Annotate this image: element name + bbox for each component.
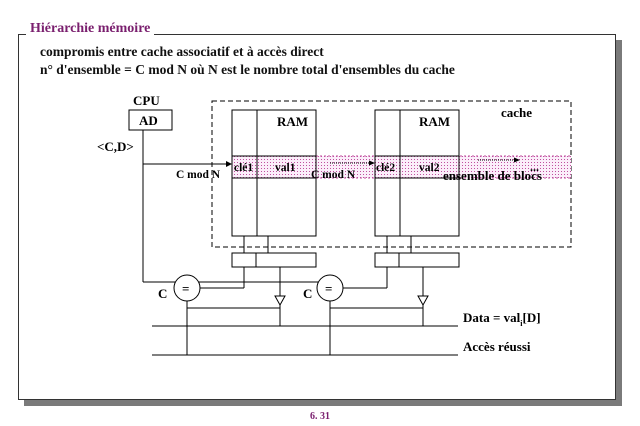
ram-label-1: RAM — [277, 114, 308, 129]
tristate-buffer-1 — [274, 295, 286, 307]
page-number: 6. 31 — [310, 411, 330, 422]
ad-label: AD — [139, 113, 158, 128]
ram-block-2 — [374, 109, 460, 237]
hit-label: Accès réussi — [463, 339, 531, 354]
ram-label-2: RAM — [419, 114, 450, 129]
slide-title: Hiérarchie mémoire — [26, 20, 155, 38]
comparator-label-2: C — [303, 286, 312, 301]
cmod-label-1: C mod N — [176, 169, 221, 181]
key-2: clé2 — [376, 162, 395, 174]
set-highlight — [232, 156, 571, 178]
data-output-label: Data = vali[D] — [463, 310, 541, 328]
address-label: <C,D> — [97, 139, 134, 154]
key-1: clé1 — [234, 162, 253, 174]
slide-frame — [18, 34, 616, 400]
output-register-2 — [374, 252, 460, 268]
block-set-label: ensemble de blocs — [443, 168, 542, 183]
value-2: val2 — [419, 162, 440, 174]
cpu-label: CPU — [133, 93, 160, 108]
equals-sign-1: = — [182, 281, 189, 296]
tristate-buffer-2 — [417, 295, 429, 307]
ellipsis: ... — [530, 160, 539, 174]
cmod-label-2: C mod N — [311, 169, 356, 181]
cache-label: cache — [501, 105, 532, 120]
subtitle-line-1: compromis entre cache associatif et à ac… — [40, 44, 324, 59]
subtitle-line-2: n° d'ensemble = C mod N où N est le nomb… — [40, 62, 455, 77]
ad-register — [128, 109, 173, 131]
ram-block-1 — [231, 109, 317, 237]
output-register-1 — [231, 252, 317, 268]
equals-sign-2: = — [325, 281, 332, 296]
comparator-label-1: C — [158, 286, 167, 301]
value-1: val1 — [275, 162, 296, 174]
